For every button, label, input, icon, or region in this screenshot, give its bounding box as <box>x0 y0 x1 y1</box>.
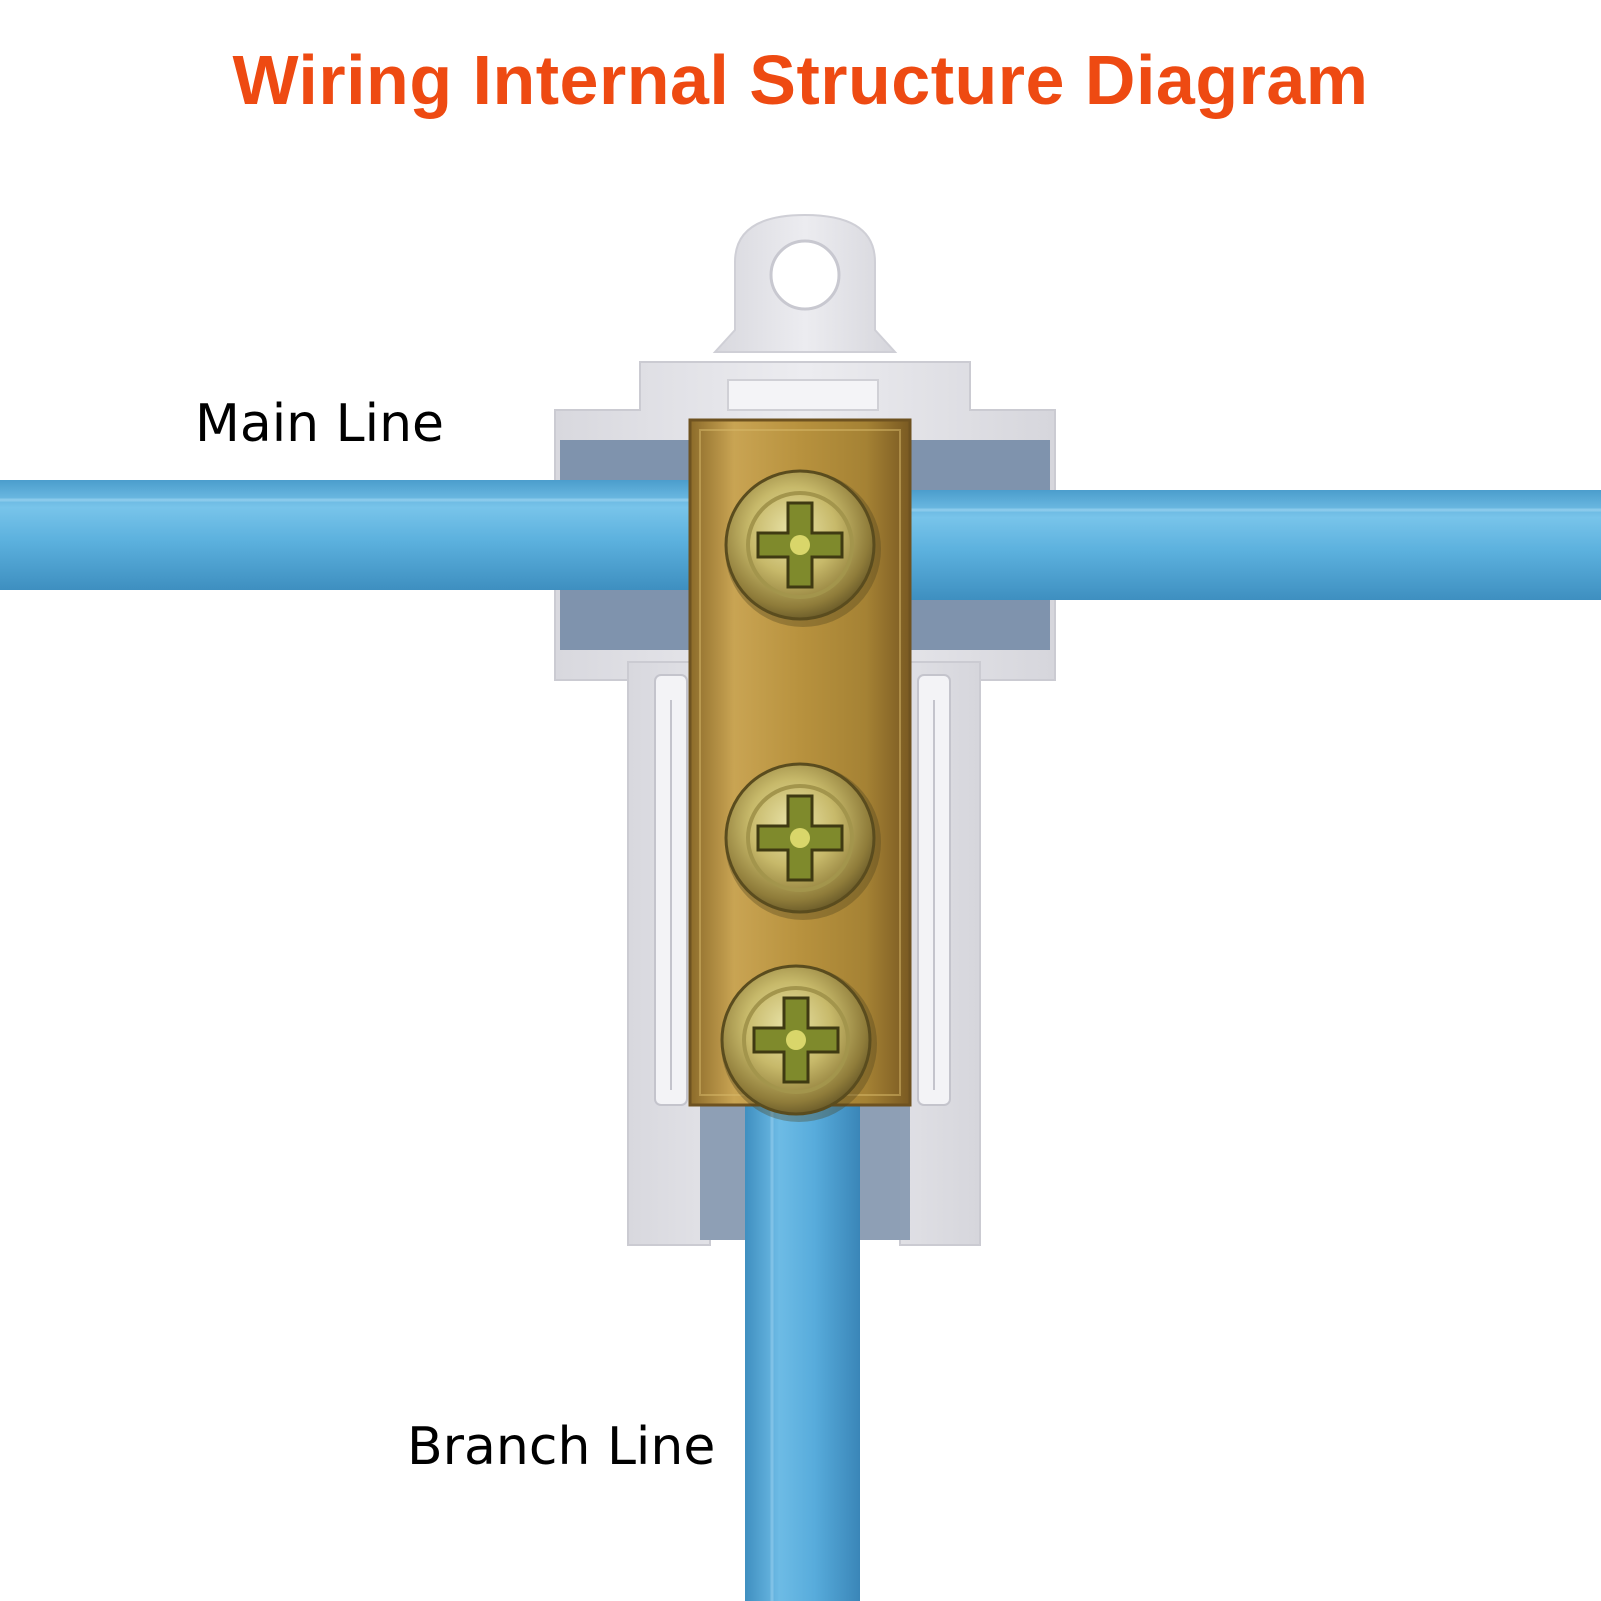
diagram-title: Wiring Internal Structure Diagram <box>232 41 1369 119</box>
branch-line-cable <box>745 1085 860 1601</box>
main-line-label: Main Line <box>195 394 445 454</box>
terminal-screw <box>720 964 877 1122</box>
mounting-tab <box>712 213 898 353</box>
terminal-screw <box>724 469 881 627</box>
branch-line-label: Branch Line <box>407 1417 716 1477</box>
terminal-screw <box>724 762 881 920</box>
main-line-cable <box>0 480 1601 600</box>
